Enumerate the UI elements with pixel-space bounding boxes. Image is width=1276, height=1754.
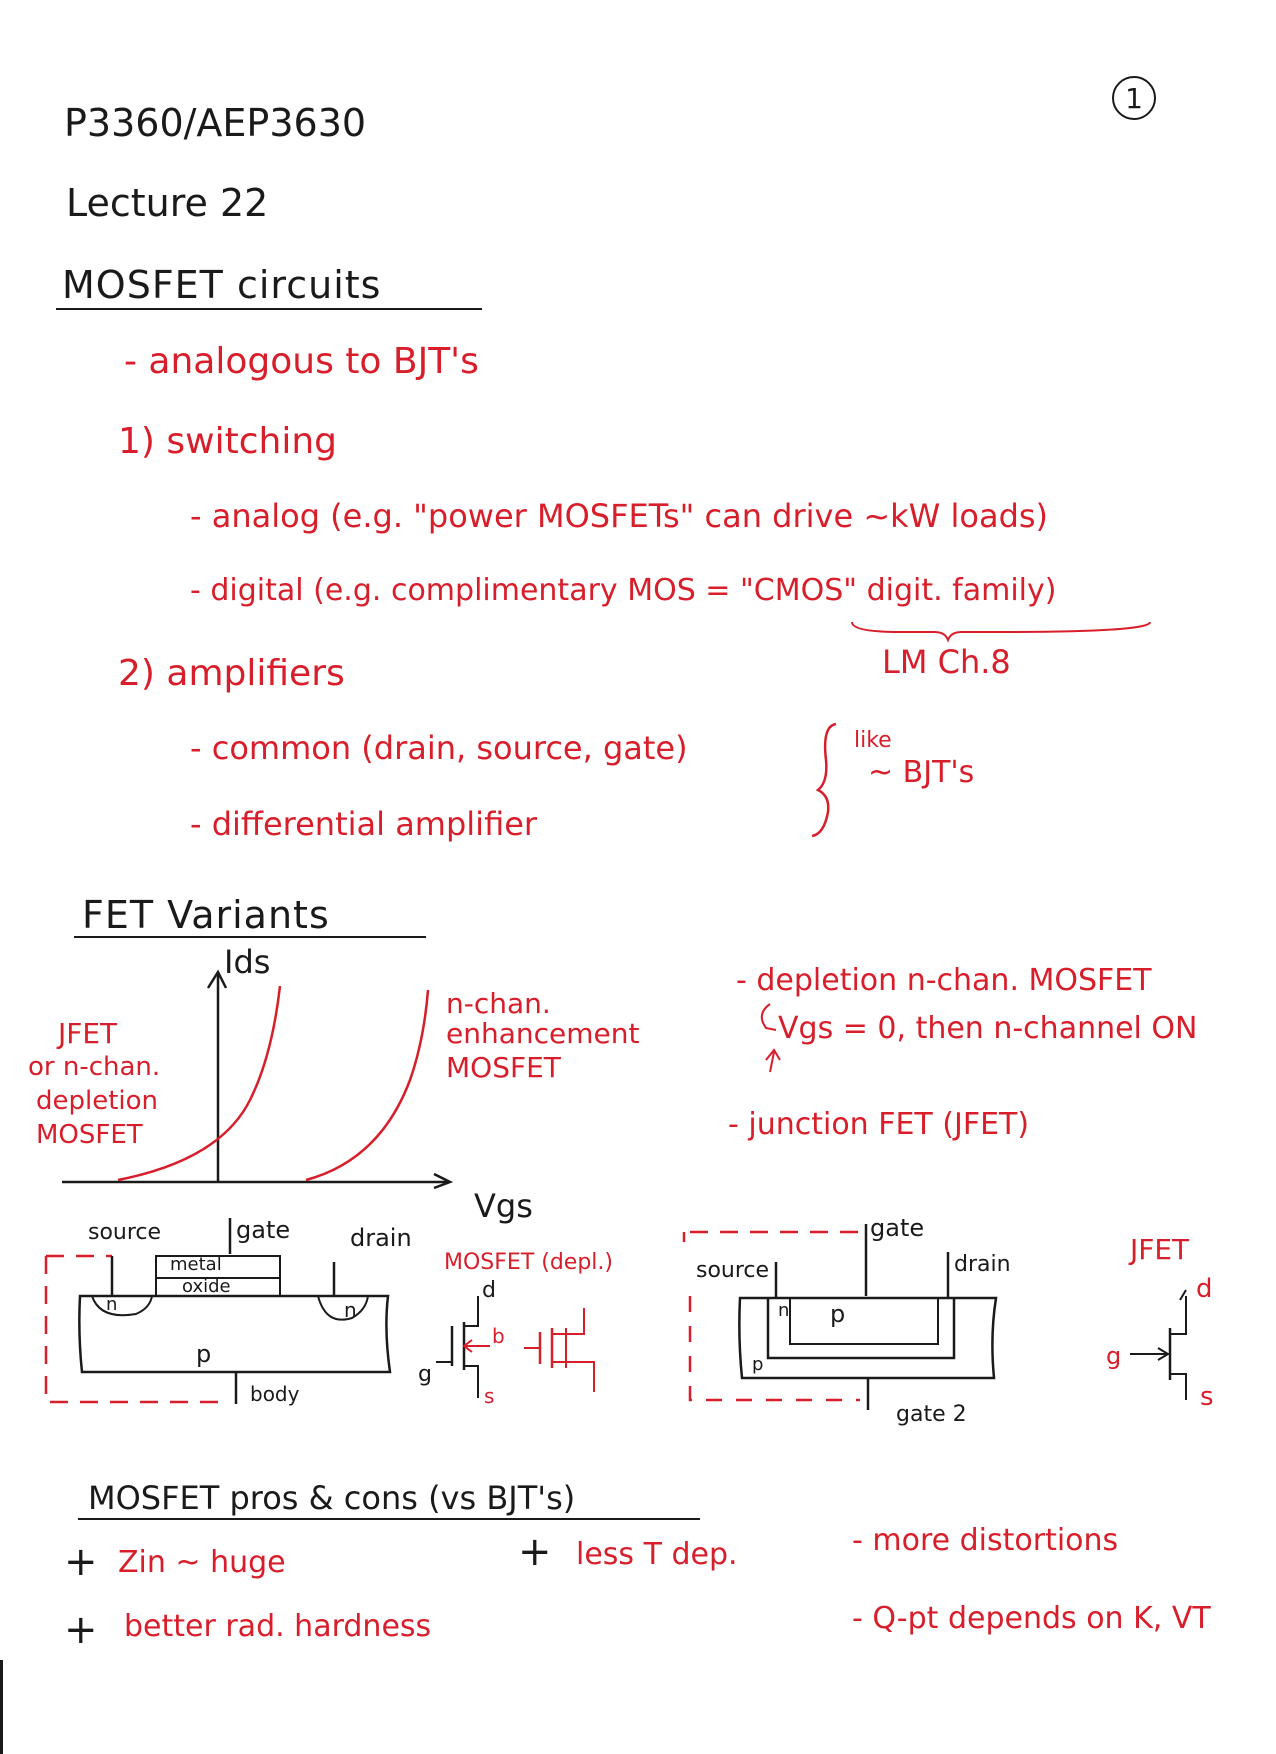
analog-subitem: - analog (e.g. "power MOSFETs" can drive… <box>190 497 1049 535</box>
pro-zin: Zin ~ huge <box>118 1545 286 1580</box>
page-number-badge: 1 <box>1112 76 1156 120</box>
jfet-p-outer-region <box>738 1296 998 1380</box>
switching-item: 1) switching <box>118 421 337 462</box>
digital-text: - digital (e.g. complimentary MOS = <box>190 573 740 608</box>
n-right-label: n <box>344 1298 357 1322</box>
left-curve-label-4: MOSFET <box>36 1120 143 1150</box>
like-text: like <box>854 728 892 753</box>
oxide-label: oxide <box>182 1276 231 1297</box>
fet-variants-heading: FET Variants <box>82 893 330 937</box>
jfet-drain-label: drain <box>954 1252 1011 1277</box>
heading-underline <box>56 308 482 310</box>
cmos-brace <box>851 621 1151 643</box>
p-substrate <box>78 1294 392 1374</box>
mosfet-sym-g: g <box>418 1362 432 1387</box>
n-well-right <box>317 1295 369 1321</box>
plus-sign-2: + <box>518 1529 552 1575</box>
x-axis-arrow <box>433 1172 454 1190</box>
jfet-sym-g: g <box>1106 1342 1122 1370</box>
con-qpt: - Q-pt depends on K, VT <box>852 1601 1211 1636</box>
left-curve-label-2: or n-chan. <box>28 1052 161 1082</box>
digital-close: ) <box>1044 573 1057 608</box>
mosfet-source-label: source <box>88 1220 162 1245</box>
mosfet-drain-label: drain <box>350 1224 412 1252</box>
amplifiers-item: 2) amplifiers <box>118 653 345 694</box>
left-curve-label-3: depletion <box>36 1086 159 1116</box>
vgs-zero-note: Vgs = 0, then n-channel ON <box>778 1011 1198 1046</box>
digital-subitem: - digital (e.g. complimentary MOS = "CMO… <box>190 576 1056 606</box>
p-substrate-label: p <box>196 1340 212 1368</box>
like-bjts-text: ~ BJT's <box>868 755 975 790</box>
note-arrow-2 <box>765 1048 781 1073</box>
jfet-symbol-title: JFET <box>1130 1233 1190 1266</box>
mosfet-sym-drain-lead <box>464 1296 479 1327</box>
jfet-sym-s: s <box>1200 1382 1214 1412</box>
cmos-text: "CMOS" digit. family <box>739 573 1045 608</box>
note-arrow-1 <box>760 1003 777 1031</box>
right-curve-label-3: MOSFET <box>446 1051 561 1084</box>
jfet-sym-source-lead <box>1170 1373 1187 1400</box>
jfet-sym-d: d <box>1196 1274 1213 1304</box>
scan-edge-line <box>0 1660 3 1754</box>
jfet-p-inner-label: p <box>830 1300 846 1328</box>
course-code: P3360/AEP3630 <box>64 101 367 145</box>
jfet-source-label: source <box>696 1258 770 1283</box>
analogous-line: - analogous to BJT's <box>124 341 479 382</box>
right-curve-label-2: enhancement <box>446 1017 640 1050</box>
pro-temp: less T dep. <box>576 1537 738 1572</box>
n-left-label: n <box>106 1294 118 1315</box>
depletion-curve <box>117 985 282 1182</box>
jfet-p-outer-label: p <box>752 1354 764 1375</box>
metal-label: metal <box>170 1254 222 1275</box>
jfet-gate-label: gate <box>870 1214 925 1242</box>
depletion-note: - depletion n-chan. MOSFET <box>736 963 1152 998</box>
left-curve-label-1: JFET <box>58 1017 118 1050</box>
body-label: body <box>250 1382 300 1406</box>
x-axis-label: Vgs <box>474 1187 533 1225</box>
jfet-n-label: n <box>778 1300 790 1321</box>
mosfet-sym-b: b <box>492 1324 505 1348</box>
oxide-layer <box>155 1277 281 1297</box>
pros-cons-heading: MOSFET pros & cons (vs BJT's) <box>88 1479 576 1517</box>
jfet-left-dashed-wire <box>688 1296 860 1402</box>
plus-sign-1: + <box>64 1539 98 1585</box>
mosfet-symbol-title: MOSFET (depl.) <box>444 1250 613 1275</box>
right-curve-label-1: n-chan. <box>446 987 551 1020</box>
pros-cons-underline <box>78 1518 700 1520</box>
reference-lm-ch8: LM Ch.8 <box>882 643 1011 681</box>
plus-sign-3: + <box>64 1607 98 1653</box>
differential-subitem: - differential amplifier <box>190 805 538 843</box>
jfet-gate2-label: gate 2 <box>896 1402 967 1427</box>
enhancement-curve <box>305 989 430 1182</box>
mosfet-circuits-heading: MOSFET circuits <box>62 263 382 307</box>
con-distortions: - more distortions <box>852 1523 1119 1558</box>
mosfet-sym2-source-lead <box>552 1361 595 1392</box>
mosfet-sym2-drain-lead <box>552 1308 585 1335</box>
pro-rad: better rad. hardness <box>124 1609 432 1644</box>
mosfet-gate-label: gate <box>236 1216 291 1244</box>
amplifiers-brace <box>811 722 837 838</box>
mosfet-sym-s: s <box>484 1384 495 1408</box>
metal-layer <box>155 1255 281 1279</box>
jfet-n-channel <box>766 1298 956 1360</box>
lecture-title: Lecture 22 <box>66 181 269 225</box>
fet-variants-underline <box>74 936 426 938</box>
jfet-note: - junction FET (JFET) <box>728 1107 1030 1142</box>
jfet-sym-gate-arrow <box>1130 1347 1170 1361</box>
y-axis-arrow <box>206 969 228 989</box>
common-subitem: - common (drain, source, gate) <box>190 729 688 767</box>
mosfet-sym-d: d <box>482 1278 496 1303</box>
y-axis-label: Ids <box>224 943 271 981</box>
mosfet-sym-source-lead <box>464 1365 479 1398</box>
n-well-left <box>91 1295 153 1317</box>
mosfet-sym-body-arrow <box>462 1339 490 1353</box>
jfet-p-inner-region <box>789 1298 939 1345</box>
jfet-sym-drain-lead <box>1170 1289 1187 1335</box>
